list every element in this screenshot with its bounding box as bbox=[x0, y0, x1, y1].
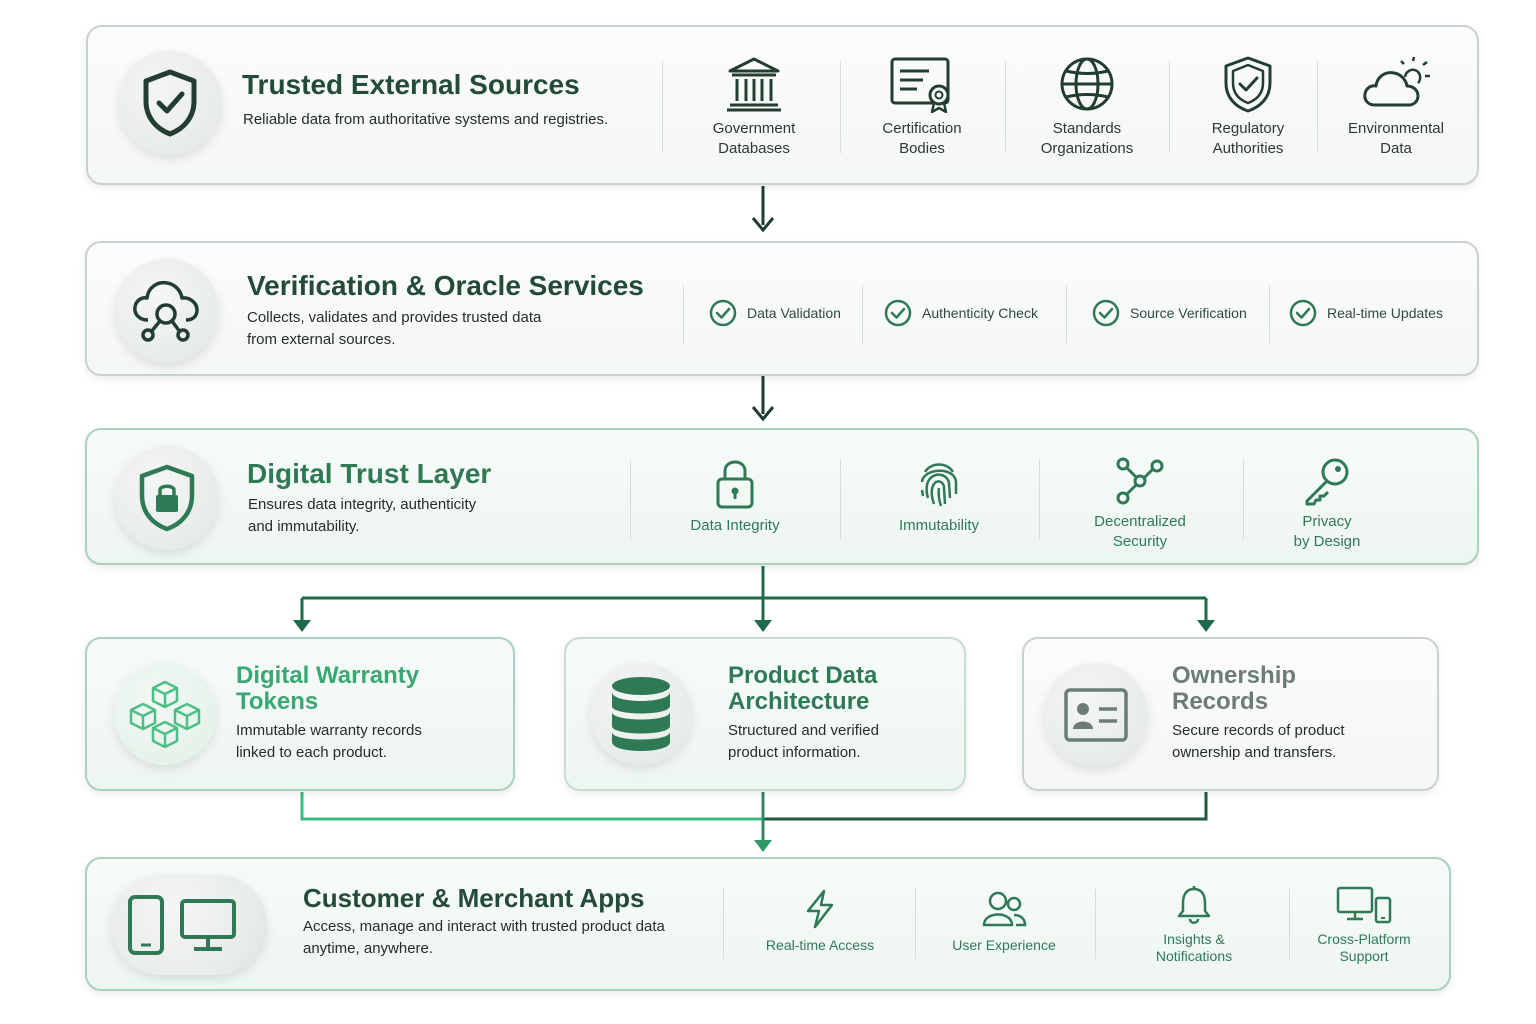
check-authenticity: Authenticity Check bbox=[884, 299, 1038, 327]
cloud-network-icon bbox=[133, 280, 199, 342]
app-realtime-access: Real-time Access bbox=[750, 889, 890, 955]
layer3-title: Digital Trust Layer bbox=[247, 458, 492, 489]
check-source-verification: Source Verification bbox=[1092, 299, 1247, 327]
app-insights-notifications: Insights &Notifications bbox=[1124, 885, 1264, 965]
network-nodes-icon bbox=[1116, 457, 1164, 505]
shield-lock-icon bbox=[139, 464, 195, 532]
lightning-icon bbox=[806, 889, 834, 929]
check-data-validation: Data Validation bbox=[709, 299, 841, 327]
devices-icon bbox=[1336, 886, 1392, 924]
key-icon bbox=[1305, 458, 1349, 506]
trust-badge bbox=[115, 446, 219, 550]
certificate-icon bbox=[890, 57, 950, 113]
oracle-badge bbox=[115, 259, 219, 363]
warranty-badge bbox=[114, 663, 216, 765]
layer1-title: Trusted External Sources bbox=[242, 69, 580, 100]
layer5-description: Access, manage and interact with trusted… bbox=[303, 918, 665, 957]
fingerprint-icon bbox=[920, 463, 958, 507]
bell-icon bbox=[1177, 886, 1211, 924]
arrow-layer1-to-layer2 bbox=[751, 186, 775, 233]
check-circle-icon bbox=[1092, 299, 1120, 327]
database-badge bbox=[590, 663, 692, 765]
shield-badge bbox=[118, 51, 222, 155]
shield-check-icon bbox=[143, 69, 197, 137]
shield-check-icon bbox=[1224, 56, 1272, 113]
globe-icon bbox=[1060, 57, 1114, 111]
check-realtime-updates: Real-time Updates bbox=[1289, 299, 1443, 327]
trusted-external-sources-panel: Trusted External Sources Reliable data f… bbox=[86, 25, 1479, 185]
trust-data-integrity: Data Integrity bbox=[665, 458, 805, 536]
check-circle-icon bbox=[709, 299, 737, 327]
trust-immutability: Immutability bbox=[869, 458, 1009, 536]
split-connector bbox=[293, 566, 1215, 632]
padlock-icon bbox=[716, 460, 754, 509]
government-building-icon bbox=[727, 57, 781, 112]
arrow-layer2-to-layer3 bbox=[751, 376, 775, 422]
devices-icon bbox=[128, 895, 236, 955]
check-circle-icon bbox=[1289, 299, 1317, 327]
cubes-icon bbox=[129, 680, 201, 749]
layer2-description: Collects, validates and provides trusted… bbox=[247, 309, 542, 348]
digital-trust-layer-panel: Digital Trust Layer Ensures data integri… bbox=[85, 428, 1479, 565]
cloud-sun-icon bbox=[1363, 56, 1430, 107]
merge-connector bbox=[300, 792, 1208, 852]
layer2-title: Verification & Oracle Services bbox=[247, 270, 644, 301]
customer-merchant-apps-panel: Customer & Merchant Apps Access, manage … bbox=[85, 857, 1451, 991]
id-card-icon bbox=[1064, 688, 1128, 742]
ownership-badge bbox=[1044, 663, 1148, 767]
layer5-title: Customer & Merchant Apps bbox=[303, 883, 645, 913]
verification-oracle-panel: Verification & Oracle Services Collects,… bbox=[85, 241, 1479, 376]
app-user-experience: User Experience bbox=[934, 889, 1074, 955]
database-icon bbox=[612, 677, 670, 751]
apps-badge bbox=[111, 875, 267, 975]
layer1-description: Reliable data from authoritative systems… bbox=[243, 111, 609, 128]
check-circle-icon bbox=[884, 299, 912, 327]
users-icon bbox=[982, 891, 1027, 927]
